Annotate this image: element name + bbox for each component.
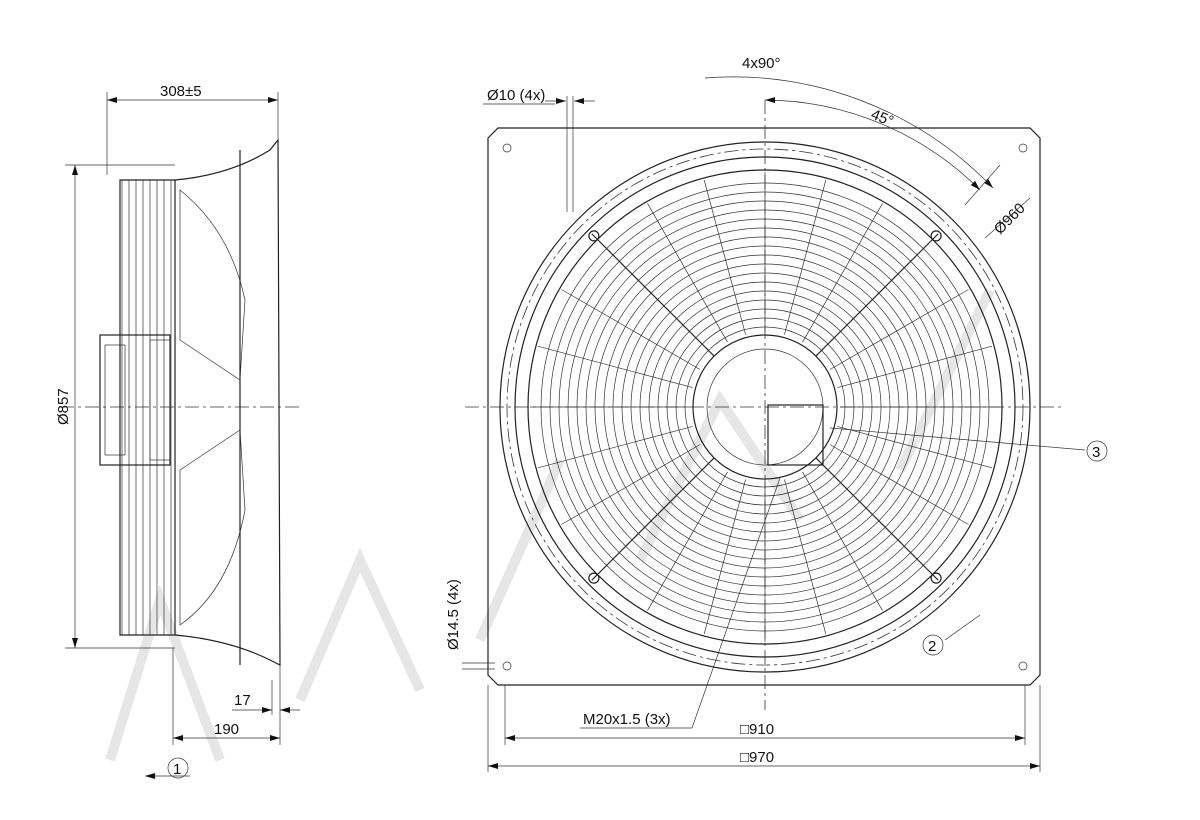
front-view (465, 100, 1065, 710)
grille-wire (703, 179, 746, 335)
grille-screw (588, 230, 600, 242)
flange-label: 17 (234, 692, 251, 709)
bolt-circle-label: Ø960 (991, 200, 1029, 238)
grille-screw (588, 572, 600, 584)
grille-wire (784, 479, 827, 635)
grille-screw (930, 230, 942, 242)
grille-wire (647, 203, 728, 343)
grille-wire (802, 471, 883, 611)
front-dimensions: 4x90° 45° Ø10 (4x) Ø960 Ø14.5 (4x) □910 … (445, 55, 1108, 772)
grille-wire (537, 426, 693, 469)
grille-wire (817, 459, 932, 574)
callout-2: 2 (928, 638, 936, 655)
grille-wire (802, 203, 883, 343)
angle-pattern-label: 4x90° (742, 55, 781, 72)
side-dimensions: 308±5 Ø857 17 190 1 (55, 83, 300, 779)
depth-label: 308±5 (160, 83, 202, 100)
grille-wire (537, 345, 693, 388)
grille-wire (817, 240, 932, 355)
terminal-box (767, 404, 824, 466)
grille-wire (561, 289, 701, 370)
angle-label: 45° (869, 106, 896, 130)
grille-wire (829, 289, 969, 370)
grille-wire (561, 444, 701, 525)
grille-wire (837, 345, 993, 388)
grille-wire (829, 444, 969, 525)
grille-screw (930, 572, 942, 584)
hole-label: Ø10 (4x) (487, 87, 545, 104)
side-view (60, 138, 300, 666)
grille-wire (703, 479, 746, 635)
grille-wire (598, 459, 713, 574)
grille-wire (784, 179, 827, 335)
mounting-holes (502, 143, 1028, 671)
callout-2-circle (922, 634, 944, 656)
grille-wire (837, 426, 993, 469)
watermark (105, 287, 995, 762)
inner-square-label: □910 (740, 721, 774, 738)
diameter-label: Ø857 (55, 388, 72, 425)
callout-3: 3 (1092, 444, 1100, 461)
outer-square-label: □970 (740, 749, 774, 766)
offset-label: 190 (214, 721, 239, 738)
grille-wire (647, 471, 728, 611)
motor-hub (692, 334, 838, 480)
callout-1: 1 (173, 761, 181, 778)
callout-1-circle (167, 757, 189, 779)
grille-wire (598, 240, 713, 355)
slot-label: Ø14.5 (4x) (445, 579, 462, 650)
callout-3-circle (1086, 440, 1108, 462)
cable-gland-label: M20x1.5 (3x) (583, 711, 671, 728)
